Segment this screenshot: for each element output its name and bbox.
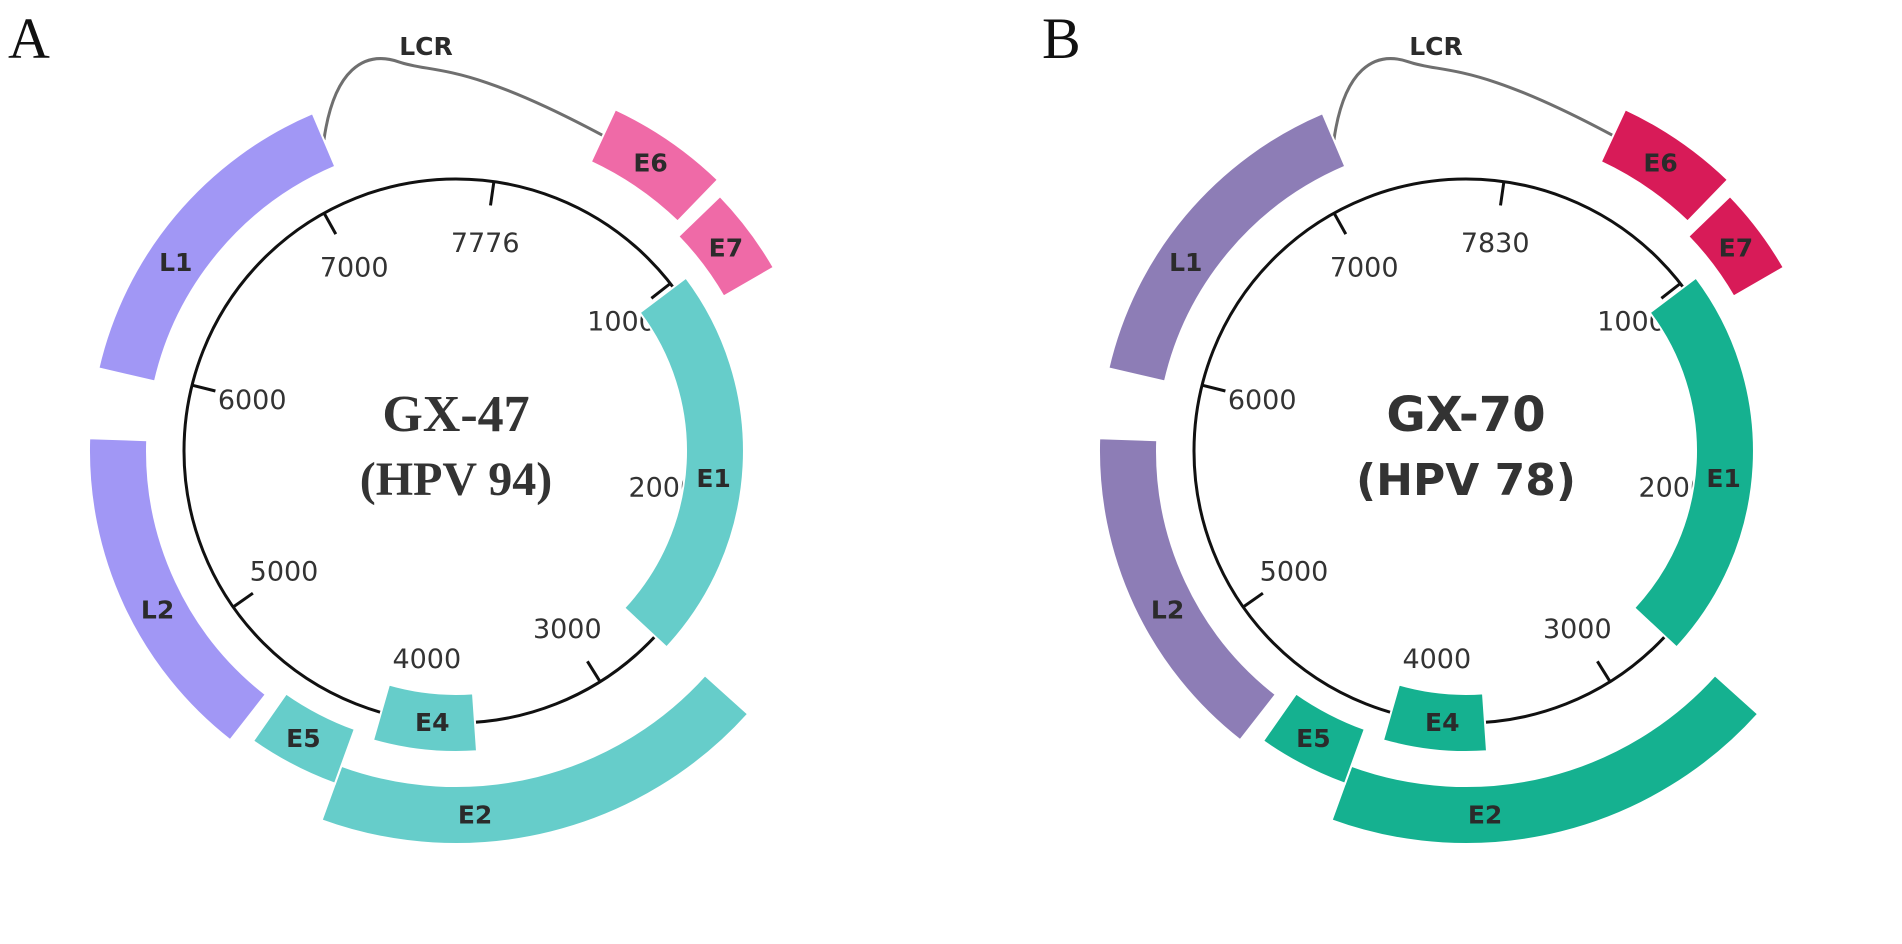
tick-label: 7776	[451, 228, 520, 259]
tick-label: 7830	[1461, 228, 1530, 259]
tick-label: 3000	[1543, 614, 1612, 645]
tick-label: 5000	[1260, 557, 1329, 588]
gene-l1-segment	[97, 111, 337, 383]
gene-e4-segment	[371, 683, 479, 753]
genotype-title: GX-47	[382, 386, 529, 443]
gene-e4-label: E4	[415, 708, 449, 737]
gene-e7-segment	[1686, 194, 1786, 298]
tick-mark	[650, 282, 672, 300]
genotype-subtitle: (HPV 78)	[1356, 455, 1576, 506]
gene-e5-label: E5	[286, 724, 320, 753]
tick-mark	[232, 591, 254, 609]
genotype-title: GX-70	[1386, 387, 1545, 443]
lcr-connector	[322, 57, 604, 141]
panel-letter: A	[8, 6, 50, 71]
gene-e1-segment	[1632, 276, 1755, 649]
gene-e7-segment	[676, 194, 776, 298]
tick-label: 6000	[1228, 385, 1297, 416]
tick-mark	[1332, 212, 1348, 235]
gene-e6-label: E6	[633, 149, 667, 178]
tick-mark	[1242, 591, 1264, 609]
tick-mark	[1201, 383, 1226, 393]
gene-l2-label: L2	[1151, 596, 1184, 625]
gene-e5-label: E5	[1296, 724, 1330, 753]
gene-e1-label: E1	[1706, 464, 1740, 493]
gene-e4-label: E4	[1425, 708, 1459, 737]
gene-e2-segment	[320, 673, 750, 845]
tick-mark	[322, 212, 338, 235]
gene-l1-label: L1	[159, 248, 192, 277]
genotype-subtitle: (HPV 94)	[360, 453, 552, 506]
lcr-label: LCR	[399, 32, 453, 61]
gene-l1-segment	[1107, 111, 1347, 383]
gene-e2-segment	[1330, 673, 1760, 845]
tick-label: 4000	[392, 644, 461, 675]
gene-e1-label: E1	[696, 464, 730, 493]
gene-l2-label: L2	[141, 596, 174, 625]
gene-l2-segment	[87, 437, 268, 742]
tick-label: 6000	[218, 385, 287, 416]
tick-label: 3000	[533, 614, 602, 645]
panel-a-genome-map: A77761000200030004000500060007000LCRL1L2…	[8, 6, 776, 845]
gene-e6-segment	[1599, 107, 1730, 223]
tick-mark	[489, 181, 496, 206]
tick-label: 4000	[1402, 644, 1471, 675]
gene-e6-segment	[589, 107, 720, 223]
tick-label: 7000	[1330, 252, 1399, 283]
gene-l1-label: L1	[1169, 248, 1202, 277]
gene-e7-label: E7	[709, 234, 743, 263]
gene-e2-label: E2	[1468, 801, 1502, 830]
gene-e6-label: E6	[1643, 149, 1677, 178]
tick-label: 7000	[320, 252, 389, 283]
lcr-label: LCR	[1409, 32, 1463, 61]
gene-e1-segment	[622, 276, 745, 649]
tick-label: 5000	[250, 557, 319, 588]
gene-e4-segment	[1381, 683, 1489, 753]
gene-e5-segment	[1261, 692, 1367, 785]
gene-e2-label: E2	[458, 801, 492, 830]
genome-circle	[1192, 177, 1740, 725]
tick-mark	[1660, 282, 1682, 300]
gene-e5-segment	[251, 692, 357, 785]
gene-e7-label: E7	[1719, 234, 1753, 263]
gene-l2-segment	[1097, 437, 1278, 742]
tick-mark	[191, 383, 216, 393]
tick-mark	[1499, 181, 1506, 206]
panel-letter: B	[1042, 6, 1081, 71]
tick-mark	[1596, 660, 1612, 683]
genome-circle	[182, 177, 730, 725]
lcr-connector	[1332, 57, 1614, 141]
panel-b-genome-map: B78301000200030004000500060007000LCRL1L2…	[1042, 6, 1786, 845]
tick-mark	[586, 660, 602, 683]
